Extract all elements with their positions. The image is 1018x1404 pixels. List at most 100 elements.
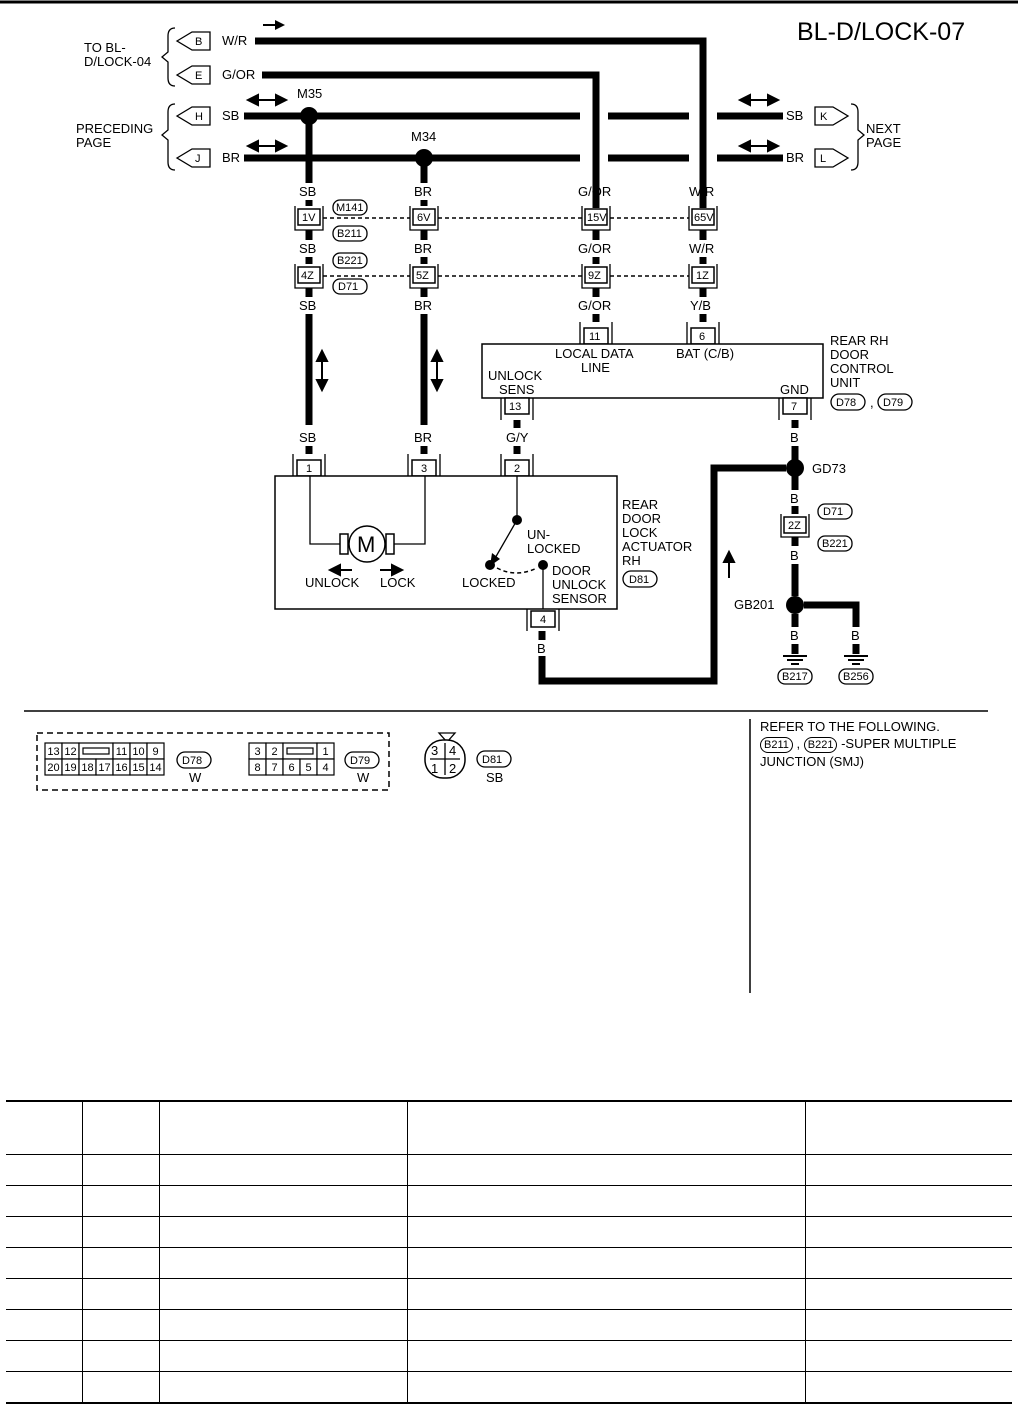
connector-6v: 6V [409, 200, 439, 240]
svg-text:LOCK: LOCK [622, 525, 658, 540]
offpage-connector-e: E [175, 65, 211, 85]
offpage-connector-h: H [175, 106, 211, 126]
table-cell [6, 1371, 82, 1404]
next-page-label-2: PAGE [866, 135, 901, 150]
table-cell [158, 1340, 407, 1372]
diagram-title: BL-D/LOCK-07 [797, 18, 965, 46]
connector-view-d81: 3 4 1 2 [424, 732, 466, 779]
svg-text:G/Y: G/Y [506, 430, 529, 445]
cavity-number: 6 [288, 762, 294, 774]
connector-9z: 9Z [581, 257, 611, 297]
connector-2z: 2Z [780, 506, 810, 546]
svg-text:BAT (C/B): BAT (C/B) [676, 346, 734, 361]
svg-text:J: J [195, 153, 201, 165]
offpage-connector-k: K [814, 106, 850, 126]
rear-rh-door-control-unit: 11 6 LOCAL DATA LINE BAT (C/B) UNLOCK SE… [481, 322, 913, 420]
svg-text:GB201: GB201 [734, 597, 774, 612]
svg-text:SB: SB [786, 108, 803, 123]
svg-text:LINE: LINE [581, 360, 610, 375]
table-header-row [6, 1101, 1012, 1155]
cavity-number: 10 [132, 746, 144, 758]
svg-text:LOCK: LOCK [380, 575, 416, 590]
svg-text:RH: RH [622, 553, 641, 568]
svg-text:13: 13 [509, 401, 521, 413]
cavity-number: 2 [271, 746, 277, 758]
svg-text:3: 3 [421, 463, 427, 475]
svg-text:B: B [537, 641, 546, 656]
motor-icon [348, 525, 386, 563]
svg-text:4: 4 [449, 743, 456, 758]
connector-4z: 4Z [294, 257, 324, 297]
table-row [6, 1309, 1012, 1341]
svg-text:BR: BR [414, 430, 432, 445]
table-row [6, 1278, 1012, 1310]
cavity-number: 7 [271, 762, 277, 774]
table-cell [406, 1371, 805, 1404]
table-cell [81, 1309, 159, 1341]
svg-text:SB: SB [486, 770, 503, 785]
svg-text:W/R: W/R [222, 33, 247, 48]
svg-text:15V: 15V [587, 212, 607, 224]
actuator-pin-2: 2 [500, 454, 534, 477]
cavity-number: 5 [305, 762, 311, 774]
table-cell [406, 1216, 805, 1248]
svg-text:G/OR: G/OR [578, 298, 611, 313]
preceding-label-1: PRECEDING [76, 121, 153, 136]
svg-text:2: 2 [514, 463, 520, 475]
svg-text:B: B [195, 36, 202, 48]
svg-text:B: B [851, 628, 860, 643]
reference-b211: B211 [760, 737, 793, 753]
table-cell [804, 1185, 1012, 1217]
table-row [6, 1154, 1012, 1186]
table-cell [6, 1154, 82, 1186]
svg-text:REAR RH: REAR RH [830, 333, 889, 348]
connector-cavity [316, 758, 335, 776]
svg-text:E: E [195, 70, 202, 82]
ground-splice-gb201 [786, 596, 804, 614]
connector-65v: 65V [688, 206, 718, 240]
unit-pin-11: 11 [579, 322, 613, 345]
actuator-pin-4: 4 [526, 609, 560, 631]
cavity-number: 11 [116, 746, 127, 758]
ground-b256: B256 [838, 644, 874, 685]
cavity-number: 13 [47, 746, 59, 758]
table-cell [804, 1371, 1012, 1404]
svg-text:REAR: REAR [622, 497, 658, 512]
svg-text:D79: D79 [883, 397, 903, 409]
table-cell [804, 1340, 1012, 1372]
table-cell [158, 1216, 407, 1248]
svg-text:UNLOCK: UNLOCK [305, 575, 360, 590]
connector-latch [82, 747, 110, 755]
cavity-number: 14 [149, 762, 161, 774]
table-cell [406, 1185, 805, 1217]
svg-text:1: 1 [306, 463, 312, 475]
table-cell [406, 1154, 805, 1186]
svg-text:B: B [790, 491, 799, 506]
reference-line-1: REFER TO THE FOLLOWING. [760, 719, 940, 734]
svg-text:6V: 6V [417, 212, 431, 224]
unit-pin-13: 13 [500, 397, 534, 420]
connector-5z: 5Z [409, 257, 439, 297]
cavity-number: 19 [64, 762, 76, 774]
reference-line-3: JUNCTION (SMJ) [760, 754, 864, 769]
connector-cavity [282, 742, 318, 760]
svg-text:UNLOCK: UNLOCK [488, 368, 543, 383]
svg-text:SB: SB [299, 430, 316, 445]
svg-text:SENSOR: SENSOR [552, 591, 607, 606]
svg-text:SB: SB [299, 298, 316, 313]
reference-b221: B221 [803, 737, 838, 753]
svg-text:B221: B221 [822, 538, 848, 550]
connector-label-m141: M141 [332, 199, 368, 216]
table-cell [81, 1371, 159, 1404]
actuator-pin-1: 1 [292, 454, 326, 477]
cavity-number: 1 [322, 746, 328, 758]
cavity-number: 16 [115, 762, 127, 774]
svg-text:7: 7 [791, 401, 797, 413]
svg-text:D81: D81 [629, 574, 649, 586]
table-cell [81, 1185, 159, 1217]
svg-text:BR: BR [786, 150, 804, 165]
cavity-number: 3 [254, 746, 260, 758]
table-cell [81, 1216, 159, 1248]
